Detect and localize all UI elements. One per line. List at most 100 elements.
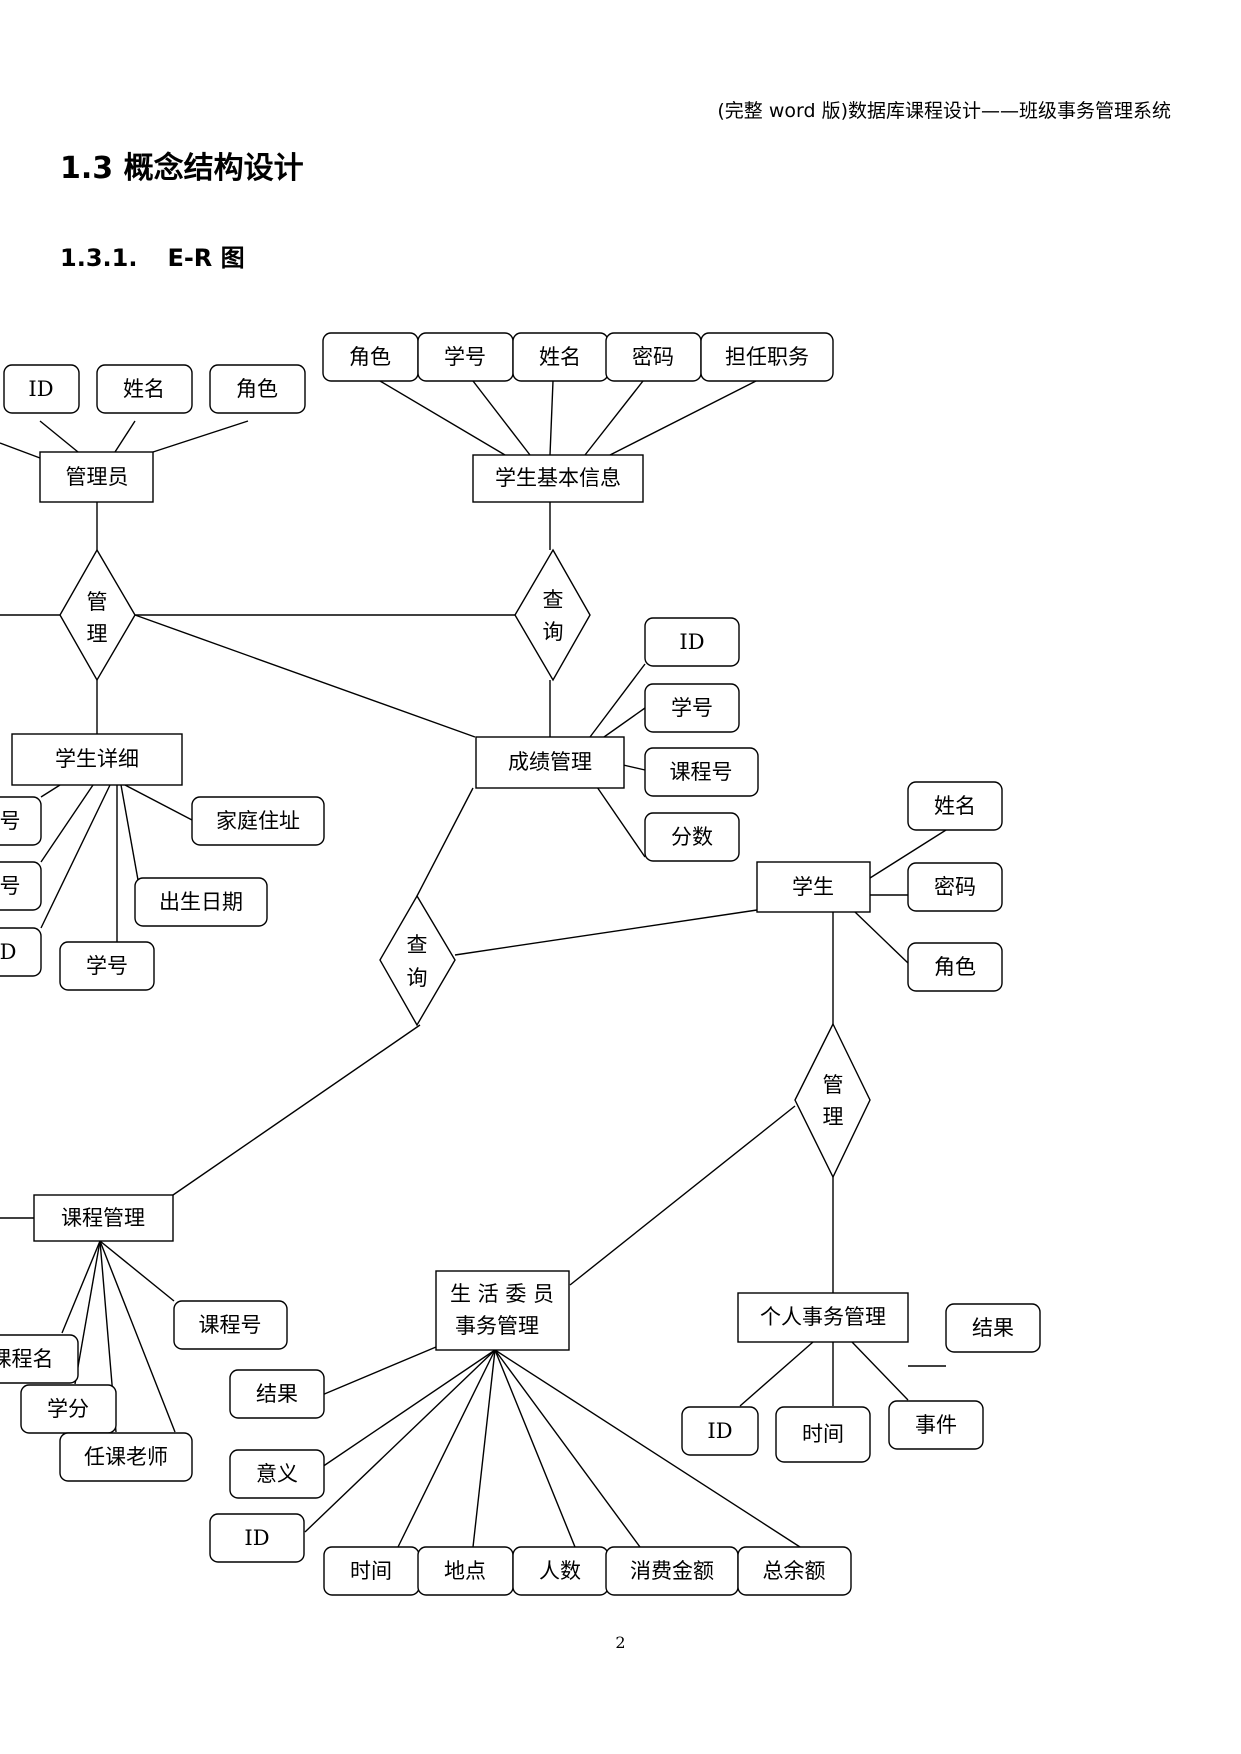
attribute-label: 结果 xyxy=(972,1316,1014,1340)
attribute-label: 角色 xyxy=(349,345,391,369)
attribute-box xyxy=(0,1334,79,1384)
attribute-box xyxy=(907,781,1003,831)
attribute-box xyxy=(644,747,759,797)
entity-admin xyxy=(39,451,154,503)
section-title: 1.3 概念结构设计 xyxy=(60,151,304,186)
attribute-label: 角色 xyxy=(236,377,278,401)
attribute-label: 课程号 xyxy=(199,1313,262,1337)
attribute-label: 密码 xyxy=(632,345,674,369)
relationship-query-2 xyxy=(379,894,456,1027)
entity-label: 学生 xyxy=(792,875,834,899)
attribute-box xyxy=(0,927,42,977)
attribute-label: 姓名 xyxy=(539,345,581,369)
attribute-box xyxy=(0,861,42,911)
attribute-label: 结果 xyxy=(256,1382,298,1406)
entity-label: 成绩管理 xyxy=(508,750,592,774)
attribute-label: 任课老师 xyxy=(84,1445,168,1469)
attribute-label: 分数 xyxy=(671,825,713,849)
attribute-label: 总余额 xyxy=(763,1559,826,1583)
attribute-box xyxy=(737,1546,852,1596)
attribute-box xyxy=(59,1432,193,1482)
attribute-label: ID xyxy=(679,630,704,654)
attribute-label: 意义 xyxy=(256,1462,298,1486)
relationship-manage-2 xyxy=(794,1022,871,1179)
attribute-label: 时间 xyxy=(802,1422,844,1446)
entity-boxes xyxy=(11,451,909,1351)
relationship-diamonds xyxy=(59,548,871,1179)
attribute-label: 家庭住址 xyxy=(216,809,300,833)
relationship-label: 管 xyxy=(823,1073,844,1097)
attribute-label: 担任职务 xyxy=(725,345,809,369)
attribute-label: 号 xyxy=(0,874,21,898)
relationship-query-1 xyxy=(514,548,591,682)
attribute-box xyxy=(0,796,42,846)
attribute-box xyxy=(96,364,193,414)
relationship-label: 询 xyxy=(543,620,564,644)
attribute-label: ID xyxy=(244,1526,269,1550)
attribute-label: 出生日期 xyxy=(159,890,243,914)
attribute-label: 人数 xyxy=(539,1559,581,1583)
attribute-box xyxy=(209,1513,305,1563)
attribute-box xyxy=(700,332,834,382)
relationship-label: 理 xyxy=(823,1105,844,1129)
attribute-box xyxy=(173,1300,288,1350)
entity-label: 学生详细 xyxy=(55,747,139,771)
entity-label: 学生基本信息 xyxy=(495,466,621,490)
subsection-title: 1.3.1. E-R 图 xyxy=(60,238,245,273)
attribute-box xyxy=(191,796,325,846)
attribute-label: 消费金额 xyxy=(630,1559,714,1583)
attribute-box xyxy=(681,1406,759,1456)
attribute-label: 学分 xyxy=(47,1397,89,1421)
attribute-box xyxy=(775,1406,871,1463)
attribute-label: 事件 xyxy=(915,1413,957,1437)
relationship-label: 查 xyxy=(407,933,428,957)
entity-student xyxy=(756,861,871,913)
attribute-label: 学号 xyxy=(671,696,713,720)
attribute-label: 密码 xyxy=(934,875,976,899)
attribute-label: ID xyxy=(707,1419,732,1443)
entity-label: 个人事务管理 xyxy=(760,1305,886,1329)
attribute-box xyxy=(945,1303,1041,1353)
attribute-box xyxy=(3,364,80,414)
attribute-box xyxy=(134,877,268,927)
attribute-box xyxy=(644,812,740,862)
entity-personal-affairs xyxy=(737,1292,909,1343)
entity-course-mgmt xyxy=(33,1194,174,1242)
entity-student-detail xyxy=(11,733,183,786)
attribute-label: 姓名 xyxy=(123,377,165,401)
attribute-label: 姓名 xyxy=(934,794,976,818)
entity-label: 事务管理 xyxy=(455,1314,539,1338)
attribute-label: D xyxy=(0,940,16,964)
entity-grade-mgmt xyxy=(475,736,625,789)
attribute-label: 号 xyxy=(0,809,21,833)
attribute-label: ID xyxy=(28,377,53,401)
relationship-label: 询 xyxy=(407,966,428,990)
attribute-box xyxy=(59,941,155,991)
entity-life-committee xyxy=(435,1270,570,1351)
subsection-number: 1.3.1. xyxy=(60,244,138,272)
attribute-box xyxy=(209,364,306,414)
attribute-label: 学号 xyxy=(444,345,486,369)
attribute-box xyxy=(644,617,740,667)
relationship-label: 查 xyxy=(543,588,564,612)
entity-label: 课程管理 xyxy=(61,1206,145,1230)
attribute-box xyxy=(888,1400,984,1450)
attribute-label: 时间 xyxy=(350,1559,392,1583)
running-header: (完整 word 版)数据库课程设计——班级事务管理系统 xyxy=(717,100,1171,122)
attribute-label: 课程名 xyxy=(0,1347,54,1371)
attribute-label: 地点 xyxy=(444,1559,486,1583)
attribute-label: 学号 xyxy=(86,954,128,978)
diagram-labels: 管理员 学生基本信息 学生详细 成绩管理 学生 课程管理 生 活 委 员 事务管… xyxy=(0,345,1014,1583)
attribute-box xyxy=(229,1449,325,1499)
connector-lines xyxy=(0,380,947,1548)
page-number: 2 xyxy=(615,1633,626,1652)
relationship-label: 理 xyxy=(87,622,108,646)
attribute-label: 课程号 xyxy=(670,760,733,784)
subsection-label: E-R 图 xyxy=(167,244,245,272)
attribute-label: 角色 xyxy=(934,955,976,979)
entity-label: 管理员 xyxy=(66,465,129,489)
attribute-box xyxy=(907,942,1003,992)
attribute-box xyxy=(907,862,1003,912)
entity-label: 生 活 委 员 xyxy=(450,1282,554,1306)
